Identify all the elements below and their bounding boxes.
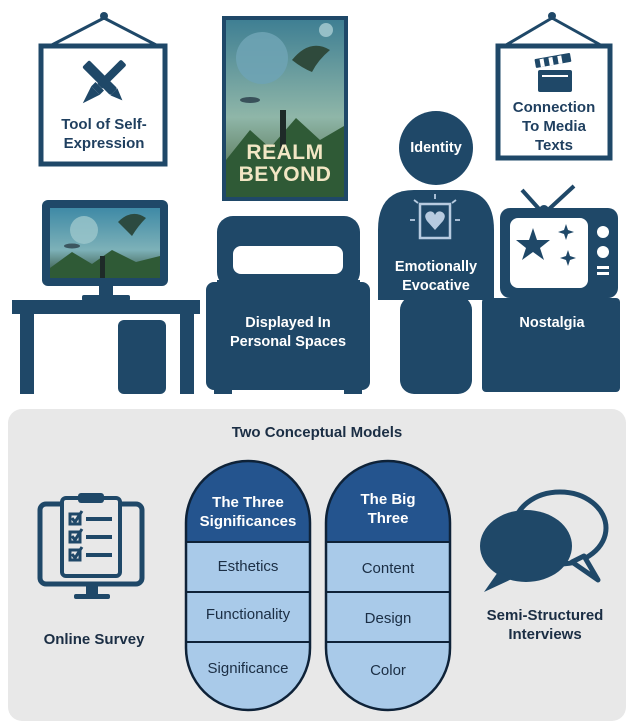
big-three-title: The Big Three bbox=[360, 491, 416, 527]
clapperboard-icon bbox=[534, 53, 572, 92]
pill-item-functionality: Functionality bbox=[205, 606, 291, 623]
speech-bubbles-icon bbox=[480, 489, 609, 592]
nostalgia-label: Nostalgia bbox=[519, 315, 585, 331]
left-hanging-frame bbox=[38, 12, 168, 167]
poster-title: REALM BEYOND bbox=[226, 142, 344, 186]
retro-tv bbox=[482, 184, 620, 392]
poster-title-line2: BEYOND bbox=[238, 163, 332, 186]
scene-graphics bbox=[12, 12, 620, 394]
person-silhouette bbox=[378, 111, 494, 394]
connection-to-media-texts-label: Connection To Media Texts bbox=[512, 98, 596, 154]
heart-frame-icon bbox=[410, 194, 460, 240]
three-significances-pill bbox=[186, 461, 310, 710]
semi-structured-interviews-label: Semi-Structured Interviews bbox=[486, 607, 604, 643]
pill-item-esthetics: Esthetics bbox=[217, 558, 279, 575]
online-survey-label: Online Survey bbox=[43, 631, 145, 648]
three-significances-title: The Three Significances bbox=[199, 494, 297, 530]
tool-of-self-expression-label: Tool of Self-Expression bbox=[61, 116, 147, 152]
desk-monitor bbox=[12, 200, 200, 394]
pill-item-design: Design bbox=[364, 610, 412, 627]
displayed-in-personal-spaces-label: Displayed In Personal Spaces bbox=[229, 315, 347, 350]
brush-pencil-icon bbox=[82, 60, 126, 104]
bed bbox=[206, 216, 370, 394]
pill-item-significance: Significance bbox=[207, 660, 289, 677]
poster-title-line1: REALM bbox=[246, 141, 324, 164]
pill-item-content: Content bbox=[361, 560, 415, 577]
identity-label: Identity bbox=[410, 140, 462, 156]
panel-title: Two Conceptual Models bbox=[231, 424, 403, 441]
movie-poster bbox=[222, 16, 348, 201]
pill-item-color: Color bbox=[370, 662, 406, 679]
emotionally-evocative-label: Emotionally Evocative bbox=[394, 259, 478, 294]
online-survey-icon bbox=[37, 493, 145, 599]
